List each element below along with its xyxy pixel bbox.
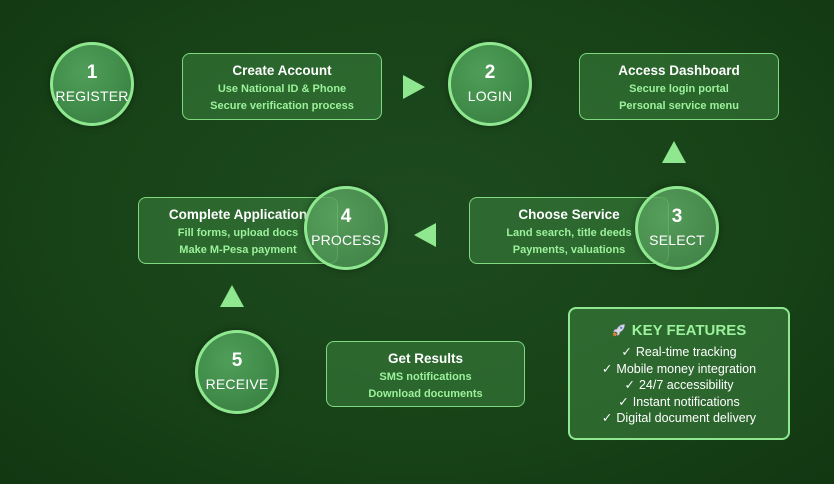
check-icon: ✓ — [621, 345, 632, 359]
step-number: 2 — [484, 62, 496, 83]
arrow-up-icon — [220, 285, 244, 307]
box-detail: SMS notifications — [379, 371, 472, 383]
step-label: REGISTER — [55, 88, 129, 104]
step-receive-circle: 5 RECEIVE — [195, 330, 279, 414]
feature-item: ✓Instant notifications — [570, 394, 788, 411]
step-label: SELECT — [649, 232, 705, 248]
box-title: Complete Application — [168, 207, 308, 222]
feature-label: Mobile money integration — [616, 361, 757, 376]
box-title: Choose Service — [518, 207, 620, 222]
box-detail: Make M-Pesa payment — [179, 244, 297, 256]
step-number: 5 — [231, 350, 243, 371]
step-label: LOGIN — [467, 88, 513, 104]
create-account-box: Create Account Use National ID & Phone S… — [182, 53, 382, 120]
box-detail: Secure verification process — [210, 100, 354, 112]
box-title: Get Results — [387, 351, 464, 366]
box-detail: Land search, title deeds — [506, 227, 632, 239]
box-detail: Download documents — [368, 388, 483, 400]
step-process-circle: 4 PROCESS — [304, 186, 388, 270]
step-login-circle: 2 LOGIN — [448, 42, 532, 126]
check-icon: ✓ — [624, 378, 635, 392]
box-detail: Fill forms, upload docs — [177, 227, 299, 239]
feature-item: ✓Mobile money integration — [570, 361, 788, 378]
step-select-circle: 3 SELECT — [635, 186, 719, 270]
arrow-up-icon — [662, 141, 686, 163]
feature-item: ✓Real-time tracking — [570, 344, 788, 361]
check-icon: ✓ — [601, 361, 613, 376]
feature-label: Digital document delivery — [616, 411, 757, 425]
arrow-right-icon — [403, 75, 425, 99]
box-detail: Secure login portal — [629, 83, 729, 95]
features-heading: KEY FEATURES — [570, 321, 788, 340]
check-icon: ✓ — [601, 411, 613, 425]
features-title: KEY FEATURES — [631, 322, 747, 339]
step-number: 4 — [340, 206, 352, 227]
feature-item: ✓24/7 accessibility — [570, 377, 788, 394]
key-features-box: KEY FEATURES ✓Real-time tracking ✓Mobile… — [568, 307, 790, 440]
box-detail: Use National ID & Phone — [217, 83, 347, 95]
rocket-icon — [612, 321, 626, 339]
arrow-left-icon — [414, 223, 436, 247]
box-detail: Payments, valuations — [512, 244, 626, 256]
check-icon: ✓ — [618, 394, 629, 409]
get-results-box: Get Results SMS notifications Download d… — [326, 341, 525, 407]
step-label: PROCESS — [311, 232, 381, 248]
box-title: Create Account — [232, 63, 332, 78]
step-number: 3 — [671, 206, 683, 227]
access-dashboard-box: Access Dashboard Secure login portal Per… — [579, 53, 779, 120]
box-detail: Personal service menu — [619, 100, 739, 112]
step-number: 1 — [86, 62, 98, 83]
feature-label: Instant notifications — [632, 394, 740, 409]
feature-label: Real-time tracking — [635, 345, 737, 359]
step-label: RECEIVE — [205, 376, 269, 392]
box-title: Access Dashboard — [618, 63, 740, 78]
feature-item: ✓Digital document delivery — [570, 410, 788, 427]
step-register-circle: 1 REGISTER — [50, 42, 134, 126]
feature-label: 24/7 accessibility — [638, 378, 734, 392]
